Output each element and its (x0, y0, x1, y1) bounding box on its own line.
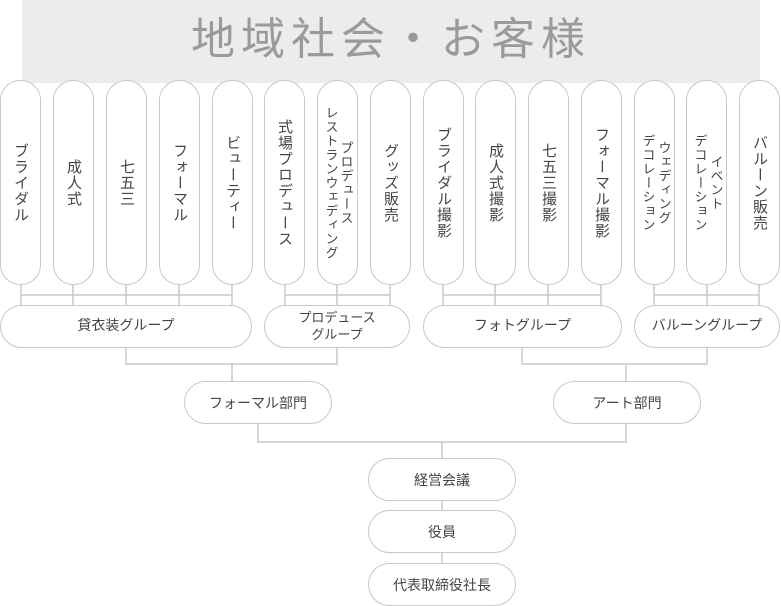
service-label: グッズ販売 (382, 142, 400, 223)
service-label: フォーマル (171, 142, 189, 223)
service-formal: フォーマル (159, 80, 200, 285)
service-beauty: ビューティー (212, 80, 253, 285)
division-label: アート部門 (592, 395, 662, 412)
service-label: ブライダル撮影 (435, 126, 453, 239)
group-rental-costume: 貸衣装グループ (0, 305, 252, 348)
group-label: 貸衣装グループ (77, 318, 175, 334)
service-label: イベント デコレーション (691, 133, 723, 232)
service-goods-sales: グッズ販売 (370, 80, 411, 285)
service-bridal: ブライダル (0, 80, 41, 285)
management-label: 経営会議 (414, 472, 470, 489)
service-shichigosan-photo: 七五三撮影 (528, 80, 569, 285)
group-label: バルーングループ (651, 318, 763, 334)
group-balloon: バルーングループ (634, 305, 780, 348)
service-coming-of-age: 成人式 (53, 80, 94, 285)
service-venue-produce: 式場プロデュース (264, 80, 305, 285)
header-title: 地域社会・お客様 (191, 14, 591, 65)
service-bridal-photo: ブライダル撮影 (423, 80, 464, 285)
service-event-decoration: イベント デコレーション (686, 80, 727, 285)
service-formal-photo: フォーマル撮影 (581, 80, 622, 285)
service-label: ブライダル (12, 142, 30, 223)
group-label: フォトグループ (473, 318, 572, 334)
service-shichigosan: 七五三 (106, 80, 147, 285)
service-wedding-decoration: ウェディング デコレーション (634, 80, 675, 285)
service-label: 七五三 (118, 158, 136, 207)
service-label: 成人式 (65, 158, 83, 207)
group-photo: フォトグループ (423, 305, 622, 348)
service-label: ウェディング デコレーション (639, 133, 671, 232)
division-art: アート部門 (553, 381, 701, 424)
service-label: 式場プロデュース (276, 118, 294, 247)
service-label: ビューティー (224, 134, 242, 231)
service-label: プロデュース レストランウェディング (322, 105, 353, 260)
service-label: 七五三撮影 (540, 142, 558, 223)
management-label: 代表取締役社長 (393, 577, 491, 594)
group-label: プロデュース グループ (298, 310, 376, 343)
division-label: フォーマル部門 (209, 395, 307, 412)
group-produce: プロデュース グループ (264, 305, 410, 348)
service-balloon-sales: バルーン販売 (739, 80, 780, 285)
management-meeting: 経営会議 (368, 458, 516, 501)
service-restaurant-wedding: プロデュース レストランウェディング (317, 80, 358, 285)
service-label: フォーマル撮影 (593, 126, 611, 239)
division-formal: フォーマル部門 (184, 381, 332, 424)
management-label: 役員 (428, 524, 456, 541)
ceo: 代表取締役社長 (368, 563, 516, 606)
service-coming-of-age-photo: 成人式撮影 (475, 80, 516, 285)
service-label: 成人式撮影 (487, 142, 505, 223)
service-label: バルーン販売 (751, 134, 769, 231)
board-of-directors: 役員 (368, 510, 516, 553)
header-banner: 地域社会・お客様 (22, 0, 760, 83)
